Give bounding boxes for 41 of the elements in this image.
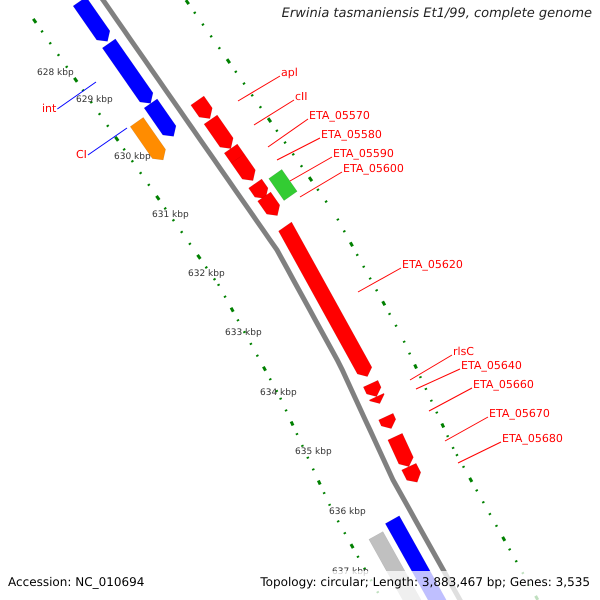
- leader-line: [416, 368, 460, 390]
- leader-line: [87, 128, 128, 156]
- gene-label: CI: [76, 148, 87, 161]
- scale-label: 637 kbp: [332, 567, 369, 577]
- scale-label: 631 kbp: [152, 210, 189, 221]
- leader-line: [410, 354, 452, 380]
- accession-text: Accession: NC_010694: [8, 575, 144, 589]
- scale-label: 628 kbp: [37, 68, 74, 79]
- leader-line: [300, 172, 342, 198]
- gene-label: apl: [281, 66, 298, 79]
- leader-line: [428, 388, 472, 412]
- gene-label: ETA_05590: [333, 147, 394, 160]
- genome-info-text: Topology: circular; Length: 3,883,467 bp; Genes: 3,535: [260, 575, 590, 589]
- leader-line: [254, 100, 294, 126]
- title: Erwinia tasmaniensis Et1/99, complete genome: [282, 6, 592, 21]
- gene-label: ETA_05600: [343, 162, 404, 175]
- gene-label: ETA_05620: [402, 258, 463, 271]
- leader-line: [276, 138, 320, 160]
- leader-line: [238, 76, 280, 102]
- leader-line: [444, 416, 488, 442]
- scale-label: 630 kbp: [114, 152, 151, 163]
- scale-label: 635 kbp: [295, 447, 332, 458]
- gene-label: ETA_05640: [461, 359, 522, 372]
- gene-label: rlsC: [453, 345, 474, 358]
- gene-label: cII: [295, 90, 308, 103]
- scale-label: 629 kbp: [76, 95, 113, 106]
- scale-label: 634 kbp: [260, 388, 297, 399]
- leader-line: [358, 268, 402, 292]
- gene-label: int: [42, 102, 56, 115]
- leader-line: [290, 156, 332, 182]
- gene-label: ETA_05660: [473, 378, 534, 391]
- leader-line: [268, 118, 308, 148]
- gene-label: ETA_05570: [309, 109, 370, 122]
- gene-label: ETA_05580: [321, 128, 382, 141]
- scale-label: 636 kbp: [329, 507, 366, 518]
- scale-label: 632 kbp: [188, 269, 225, 280]
- leader-line: [56, 82, 96, 110]
- gene-label: ETA_05680: [502, 432, 563, 445]
- leader-line: [458, 442, 502, 464]
- gene-label: ETA_05670: [489, 407, 550, 420]
- scale-label: 633 kbp: [225, 328, 262, 339]
